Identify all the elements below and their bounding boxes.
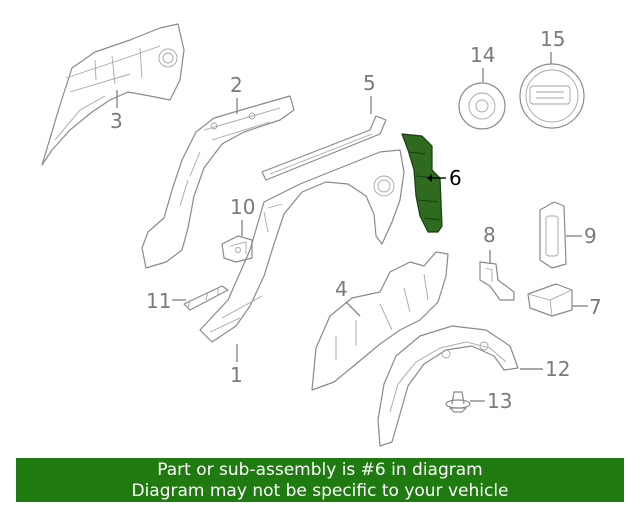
callout-13[interactable]: 13 [487,389,512,413]
part-3-inner-quarter-panel[interactable] [41,23,185,166]
part-14-round-cap[interactable] [458,82,506,130]
callout-9[interactable]: 9 [584,224,597,248]
callout-14[interactable]: 14 [470,43,495,67]
leader-4 [345,301,361,317]
part-13-push-clip[interactable] [445,391,471,413]
part-5-upper-rail[interactable] [261,115,387,181]
part-1-quarter-panel[interactable] [199,149,405,343]
callout-10[interactable]: 10 [230,195,255,219]
part-info-banner: Part or sub-assembly is #6 in diagram Di… [16,458,624,502]
part-8-bracket[interactable] [479,261,515,301]
callout-7[interactable]: 7 [589,295,602,319]
callout-11[interactable]: 11 [146,289,171,313]
callout-8[interactable]: 8 [483,223,496,247]
part-2-wheelhouse-panel[interactable] [141,95,295,269]
callout-15[interactable]: 15 [540,27,565,51]
part-6-reinforcement-highlighted[interactable] [401,133,443,233]
callout-5[interactable]: 5 [363,71,376,95]
banner-line-1: Part or sub-assembly is #6 in diagram [157,460,483,480]
parts-diagram: 3 2 5 1 10 11 6 [41,23,602,447]
callout-3[interactable]: 3 [110,109,123,133]
part-7-box-bracket[interactable] [527,283,573,317]
part-4-inner-liner[interactable] [311,251,449,391]
callout-12[interactable]: 12 [545,357,570,381]
part-9-vertical-panel[interactable] [539,201,567,269]
callout-6[interactable]: 6 [449,166,462,190]
part-15-fuel-door[interactable] [519,63,585,129]
callout-1[interactable]: 1 [230,363,243,387]
callout-2[interactable]: 2 [230,73,243,97]
banner-line-2: Diagram may not be specific to your vehi… [131,481,509,501]
callout-4[interactable]: 4 [335,277,348,301]
part-10-bracket[interactable] [221,235,253,263]
part-12-wheel-liner[interactable] [377,325,519,447]
leader-6-arrow [427,174,432,182]
part-11-strip-bracket[interactable] [183,285,229,311]
